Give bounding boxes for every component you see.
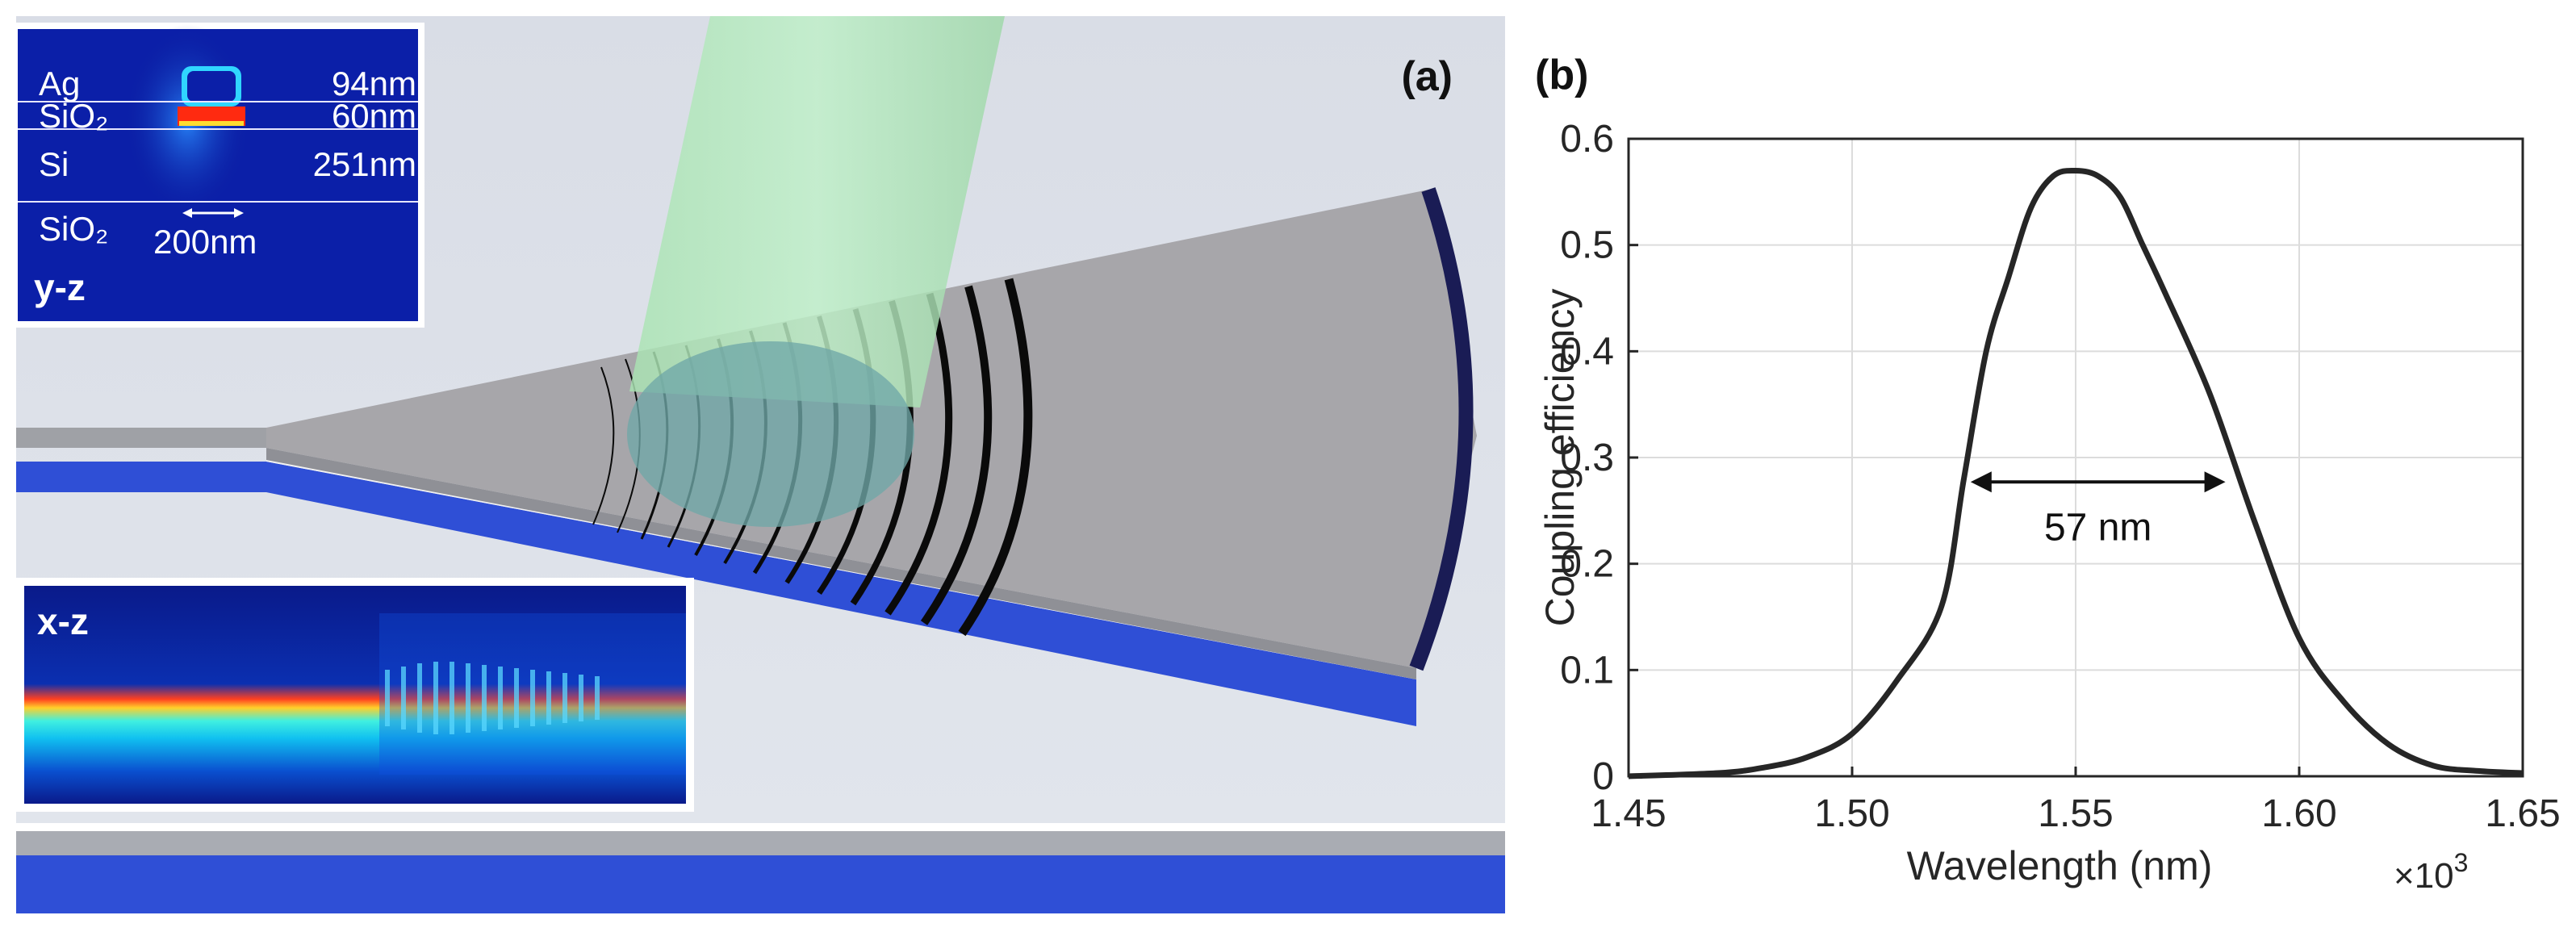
y-tick-label: 0 [1592, 755, 1614, 798]
x-tick-label: 1.55 [2038, 792, 2113, 835]
x-axis-label: Wavelength (nm) [1907, 843, 2213, 888]
x-tick-label: 1.65 [2485, 792, 2560, 835]
x-tick-label: 1.45 [1591, 792, 1666, 835]
panel-a-figure: Ag 94nm SiO₂ 60nm Si 251nm SiO₂ 200nm y-… [11, 16, 1505, 913]
yz-layer-sio2-top: SiO₂ [39, 97, 108, 135]
panel-a-label: (a) [1401, 53, 1453, 100]
taper-blue-layer [266, 462, 1416, 726]
y-axis-label: Coupling efficiency [1537, 289, 1583, 627]
plot-ticks: 1.45 1.50 1.55 1.60 1.65 0 0.1 0.2 0.3 0.4 0.5 0.6 [1560, 118, 2560, 835]
plot-series [1628, 167, 2524, 779]
inset-yz: Ag 94nm SiO₂ 60nm Si 251nm SiO₂ 200nm y-… [11, 23, 424, 328]
yz-title: y-z [34, 266, 86, 308]
incident-beam [629, 16, 1005, 407]
y-tick-label: 0.6 [1560, 118, 1614, 161]
yz-width-annotation: 200nm [153, 223, 257, 261]
substrate-blue-strip [16, 855, 1505, 913]
y-tick-label: 0.4 [1560, 330, 1614, 373]
fwhm-annotation: 57 nm [1970, 471, 2226, 549]
x-axis-multiplier-exponent: 3 [2454, 848, 2469, 877]
yz-layer-ag: Ag [39, 65, 80, 102]
y-tick-label: 0.1 [1560, 649, 1614, 692]
panel-b-label: (b) [1535, 52, 1588, 98]
plot-frame [1627, 137, 2524, 778]
y-tick-label: 0.3 [1560, 437, 1614, 479]
yz-layer-sio2-bottom: SiO₂ [39, 210, 108, 248]
x-axis-multiplier: ×103 [2394, 848, 2468, 896]
coupling-efficiency-chart: (b) 1.45 1.50 1.55 1.60 1.65 0 0.1 0.2 0.3 0.4 0.5… [1535, 52, 2561, 896]
xz-title: x-z [37, 600, 89, 642]
waveguide-top [16, 428, 266, 448]
x-tick-label: 1.50 [1814, 792, 1889, 835]
fwhm-arrow-head-right [2204, 471, 2226, 493]
taper-arc-edge [1409, 187, 1474, 671]
plot-grid [1628, 138, 2524, 777]
series-line [1628, 167, 2524, 779]
inset-xz: x-z [16, 578, 694, 812]
y-tick-label: 0.5 [1560, 224, 1614, 267]
y-tick-label: 0.2 [1560, 543, 1614, 586]
fwhm-arrow-head-left [1970, 471, 1992, 493]
fwhm-label: 57 nm [2044, 506, 2152, 549]
x-tick-label: 1.60 [2261, 792, 2336, 835]
yz-layer-si: Si [39, 145, 69, 183]
waveguide-blue [16, 462, 266, 492]
beam-spot [627, 341, 914, 527]
yz-thickness-sio2: 60nm [332, 97, 416, 135]
taper-front-edge [266, 448, 1416, 679]
substrate-grey-strip [16, 831, 1505, 855]
yz-thickness-ag: 94nm [332, 65, 416, 102]
yz-thickness-si: 251nm [313, 145, 416, 183]
x-axis-multiplier-base: ×10 [2394, 856, 2454, 896]
